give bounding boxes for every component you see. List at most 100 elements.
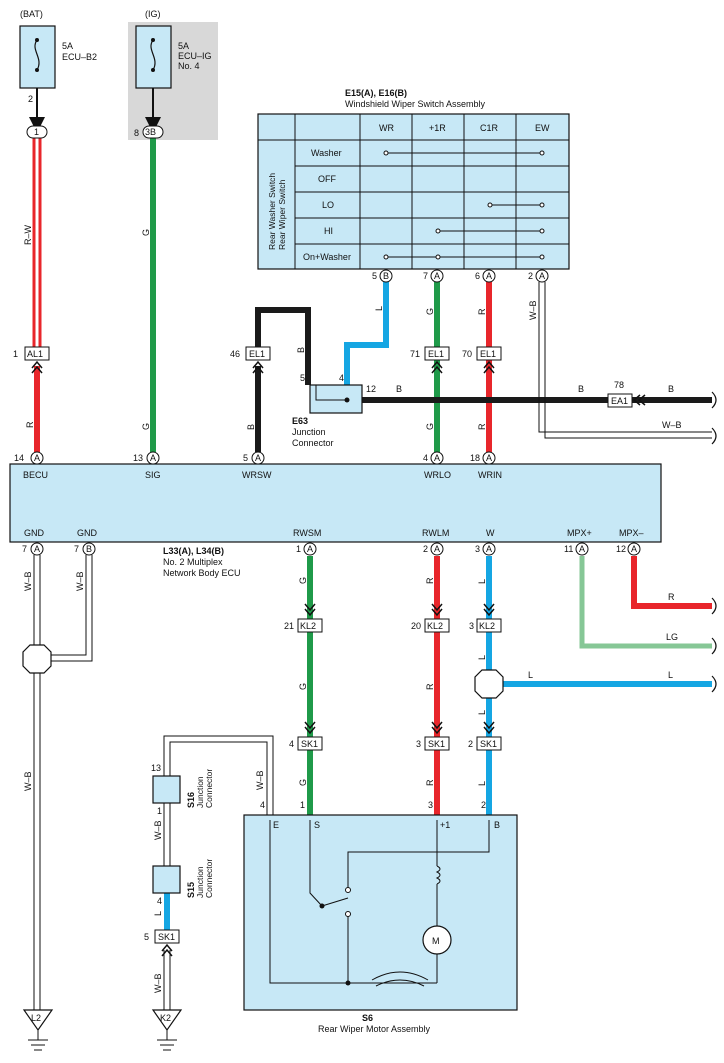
svg-text:SIG: SIG — [145, 470, 161, 480]
svg-text:A: A — [255, 453, 261, 463]
svg-text:3: 3 — [469, 621, 474, 631]
svg-text:SK1: SK1 — [480, 739, 497, 749]
svg-text:B: B — [494, 820, 500, 830]
svg-text:2: 2 — [468, 739, 473, 749]
svg-text:71: 71 — [410, 349, 420, 359]
svg-text:B: B — [246, 424, 256, 430]
svg-text:13: 13 — [133, 453, 143, 463]
svg-text:EL1: EL1 — [480, 349, 496, 359]
connector-sk1-4: SK1 4 — [289, 721, 323, 751]
svg-text:S15: S15 — [186, 882, 196, 898]
motor-m — [422, 925, 452, 955]
svg-text:MPX–: MPX– — [619, 528, 644, 538]
svg-text:R: R — [425, 779, 435, 786]
svg-text:2: 2 — [528, 271, 533, 281]
svg-text:R: R — [25, 421, 35, 428]
svg-text:4: 4 — [289, 739, 294, 749]
svg-text:ECU–IG: ECU–IG — [178, 51, 212, 61]
svg-text:S6: S6 — [362, 1013, 373, 1023]
connector-el1-46: EL1 46 — [230, 346, 271, 374]
svg-text:S: S — [314, 820, 320, 830]
svg-text:A: A — [434, 271, 440, 281]
connector-el1-71: EL1 71 — [410, 346, 450, 374]
svg-text:E15(A), E16(B): E15(A), E16(B) — [345, 88, 407, 98]
fuse-bat: (BAT) 5A ECU–B2 2 — [19, 9, 97, 104]
svg-text:(BAT): (BAT) — [20, 9, 43, 19]
svg-text:A: A — [486, 271, 492, 281]
connector-kl2-20: KL2 20 — [411, 603, 450, 633]
svg-text:L: L — [668, 670, 673, 680]
svg-text:A: A — [486, 544, 492, 554]
svg-text:46: 46 — [230, 349, 240, 359]
svg-text:Junction: Junction — [195, 776, 205, 808]
svg-text:A: A — [434, 544, 440, 554]
svg-text:Rear Wiper Switch: Rear Wiper Switch — [277, 179, 287, 250]
svg-text:B: B — [578, 384, 584, 394]
svg-text:W–B: W–B — [23, 771, 33, 791]
svg-text:WRLO: WRLO — [424, 470, 451, 480]
svg-text:Windshield Wiper Switch Assemb: Windshield Wiper Switch Assembly — [345, 99, 486, 109]
wire-wb-gnd — [33, 555, 93, 1010]
svg-text:B: B — [86, 544, 92, 554]
svg-text:WRIN: WRIN — [478, 470, 502, 480]
wire-rw — [32, 138, 42, 347]
splice-l — [474, 669, 504, 699]
svg-text:No. 2 Multiplex: No. 2 Multiplex — [163, 557, 223, 567]
svg-text:WRSW: WRSW — [242, 470, 272, 480]
svg-text:+1R: +1R — [429, 123, 446, 133]
connector-kl2-21: KL2 21 — [284, 603, 323, 633]
wire-lg-mpx — [579, 556, 712, 649]
svg-text:Connector: Connector — [204, 859, 214, 898]
svg-text:W–B: W–B — [153, 820, 163, 840]
svg-text:GND: GND — [24, 528, 45, 538]
svg-text:G: G — [141, 229, 151, 236]
svg-text:G: G — [298, 683, 308, 690]
svg-text:R: R — [668, 592, 675, 602]
svg-text:M: M — [432, 936, 440, 946]
svg-text:R: R — [477, 423, 487, 430]
svg-text:L: L — [477, 781, 487, 786]
svg-text:70: 70 — [462, 349, 472, 359]
svg-text:No. 4: No. 4 — [178, 61, 200, 71]
svg-text:A: A — [539, 271, 545, 281]
svg-text:7: 7 — [22, 544, 27, 554]
svg-text:Rear Wiper Motor Assembly: Rear Wiper Motor Assembly — [318, 1024, 431, 1034]
svg-text:RWLM: RWLM — [422, 528, 449, 538]
svg-text:1: 1 — [34, 127, 39, 137]
ground-k2: K2 — [151, 1009, 183, 1051]
svg-text:5A: 5A — [62, 41, 73, 51]
svg-text:E: E — [273, 820, 279, 830]
svg-text:E63: E63 — [292, 416, 308, 426]
svg-text:14: 14 — [14, 453, 24, 463]
connector-ea1: EA1 78 — [607, 380, 646, 408]
pin-3b: 3B — [142, 125, 164, 139]
svg-text:A: A — [34, 453, 40, 463]
svg-text:BECU: BECU — [23, 470, 48, 480]
svg-text:L: L — [477, 710, 487, 715]
svg-text:On+Washer: On+Washer — [303, 252, 351, 262]
svg-text:5: 5 — [372, 271, 377, 281]
svg-text:RWSM: RWSM — [293, 528, 321, 538]
svg-text:R–W: R–W — [23, 224, 33, 245]
connector-sk1-5: SK1 5 — [144, 929, 180, 957]
fuse-ig: (IG) 5A ECU–IG No. 4 8 — [134, 9, 212, 138]
svg-text:A: A — [34, 544, 40, 554]
connector-al1: AL1 1 — [13, 346, 50, 374]
svg-text:4: 4 — [423, 453, 428, 463]
svg-text:G: G — [141, 423, 151, 430]
svg-text:A: A — [486, 453, 492, 463]
wire-wb-switch — [538, 282, 712, 439]
svg-text:ECU–B2: ECU–B2 — [62, 52, 97, 62]
svg-text:5A: 5A — [178, 41, 189, 51]
svg-text:LO: LO — [322, 200, 334, 210]
svg-text:Junction: Junction — [195, 866, 205, 898]
svg-text:A: A — [631, 544, 637, 554]
svg-text:AL1: AL1 — [27, 349, 43, 359]
svg-text:L: L — [477, 655, 487, 660]
wire-b-wrsw — [255, 307, 311, 452]
connector-kl2-3: KL2 3 — [469, 603, 502, 633]
svg-text:HI: HI — [324, 226, 333, 236]
wire-labels: R–W R G G B B L G G R R W–B B B B W–B W–… — [23, 224, 682, 993]
